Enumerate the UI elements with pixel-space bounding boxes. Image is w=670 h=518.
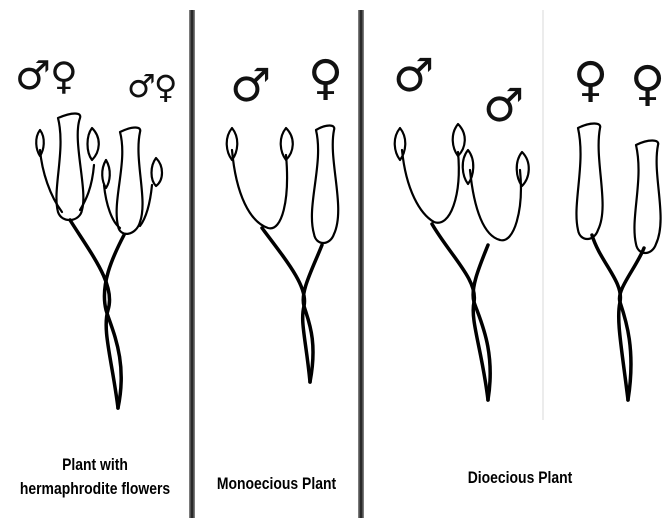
caption-hermaphrodite: Plant with hermaphrodite flowers <box>13 453 177 501</box>
hermaphrodite-flower-left <box>36 114 99 221</box>
caption-line: Dioecious Plant <box>438 466 602 490</box>
female-symbol: ♀ <box>50 57 78 95</box>
plant-stem <box>70 220 124 408</box>
panel-divider-1 <box>189 10 195 518</box>
female-flower <box>576 124 602 240</box>
caption-dioecious: Dioecious Plant <box>438 466 602 490</box>
male-flower <box>227 128 293 228</box>
caption-line: hermaphrodite flowers <box>13 477 177 501</box>
plant-stem <box>262 228 322 382</box>
female-symbol: ♀ <box>154 71 177 103</box>
plant-stem <box>432 224 490 400</box>
dioecious-female-plant <box>576 124 660 401</box>
panel-divider-2 <box>358 10 364 518</box>
caption-line: Plant with <box>13 453 177 477</box>
caption-monoecious: Monoecious Plant <box>210 472 344 496</box>
dioecious-male-plant <box>395 124 529 400</box>
monoecious-plant <box>227 126 339 383</box>
female-flower <box>634 141 660 254</box>
male-symbol: ♂ <box>230 62 271 108</box>
female-symbol: ♀ <box>630 60 665 108</box>
male-symbol: ♂ <box>393 52 434 98</box>
plant-stem <box>592 235 644 400</box>
male-flower <box>463 150 529 240</box>
male-flower <box>395 124 465 223</box>
female-flower <box>312 126 338 244</box>
hermaphrodite-flower-right <box>102 128 162 234</box>
female-symbol: ♀ <box>573 56 608 104</box>
female-symbol: ♀ <box>308 54 343 102</box>
male-symbol: ♂ <box>15 56 51 96</box>
hermaphrodite-plant <box>36 114 162 409</box>
caption-line: Monoecious Plant <box>210 472 344 496</box>
male-symbol: ♂ <box>127 70 156 102</box>
male-symbol: ♂ <box>483 82 524 128</box>
